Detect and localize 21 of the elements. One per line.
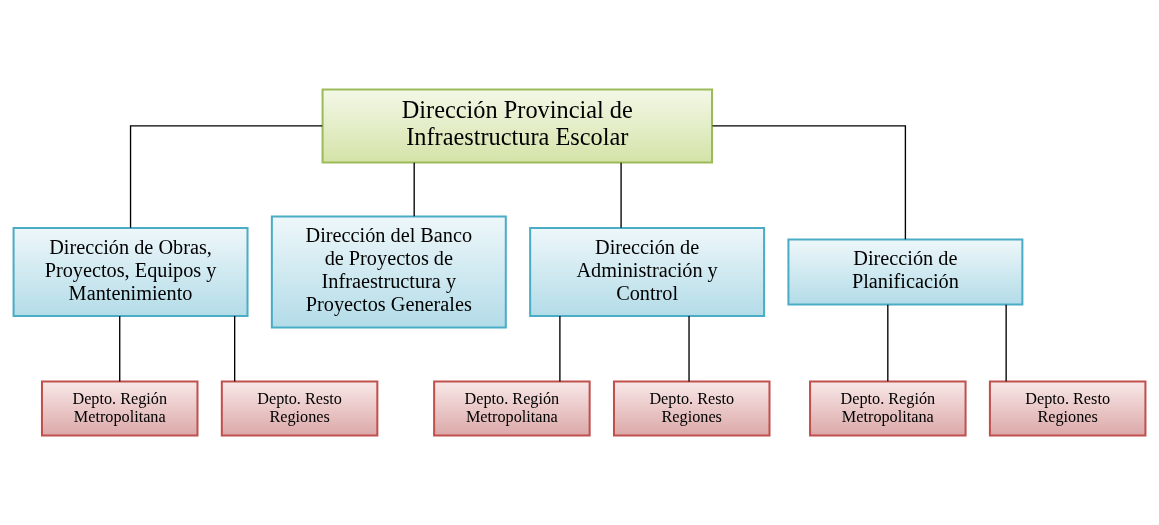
node-box: Depto. Región Metropolitana: [809, 380, 967, 437]
node-box: Depto. Región Metropolitana: [40, 380, 199, 437]
node-box: Dirección de Obras, Proyectos, Equipos y Mantenimiento: [12, 227, 249, 317]
node-box: Depto. Resto Regiones: [612, 380, 771, 437]
node-box: Depto. Región Metropolitana: [433, 380, 591, 437]
node-box: Depto. Resto Regiones: [220, 380, 379, 437]
connector: [688, 315, 690, 383]
node-box: Depto. Resto Regiones: [988, 380, 1147, 437]
node-box: Dirección del Banco de Proyectos de Infraestructura y Proyectos Generales: [270, 215, 507, 329]
node-box: Dirección de Administración y Control: [529, 227, 766, 317]
node-box: Dirección Provincial de Infraestructura Escolar: [321, 88, 714, 164]
connector: [234, 315, 236, 383]
connector: [559, 315, 561, 383]
connector: [887, 304, 889, 382]
connector: [1005, 304, 1007, 382]
connector: [129, 125, 323, 229]
connector: [711, 125, 907, 240]
connector: [620, 162, 622, 229]
connector: [119, 315, 121, 383]
connector: [413, 162, 415, 217]
node-box: Dirección de Planificación: [787, 238, 1024, 306]
